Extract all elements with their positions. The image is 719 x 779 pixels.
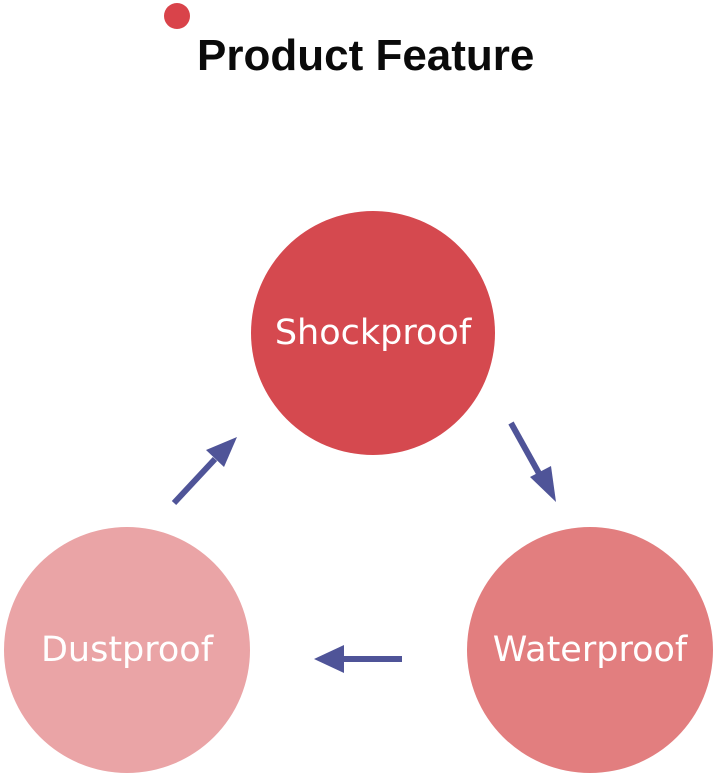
node-shockproof: Shockproof [251, 211, 495, 455]
page-title: Product Feature [197, 31, 535, 80]
arrow-waterproof-to-dustproof [314, 645, 402, 673]
node-label-dustproof: Dustproof [40, 630, 214, 670]
node-label-waterproof: Waterproof [492, 630, 688, 670]
node-dustproof: Dustproof [4, 527, 250, 773]
node-waterproof: Waterproof [467, 527, 713, 773]
arrow-dustproof-to-shockproof [171, 437, 237, 506]
node-label-shockproof: Shockproof [274, 313, 472, 353]
title-bullet-dot [164, 3, 190, 29]
arrow-shockproof-to-waterproof [508, 421, 556, 502]
